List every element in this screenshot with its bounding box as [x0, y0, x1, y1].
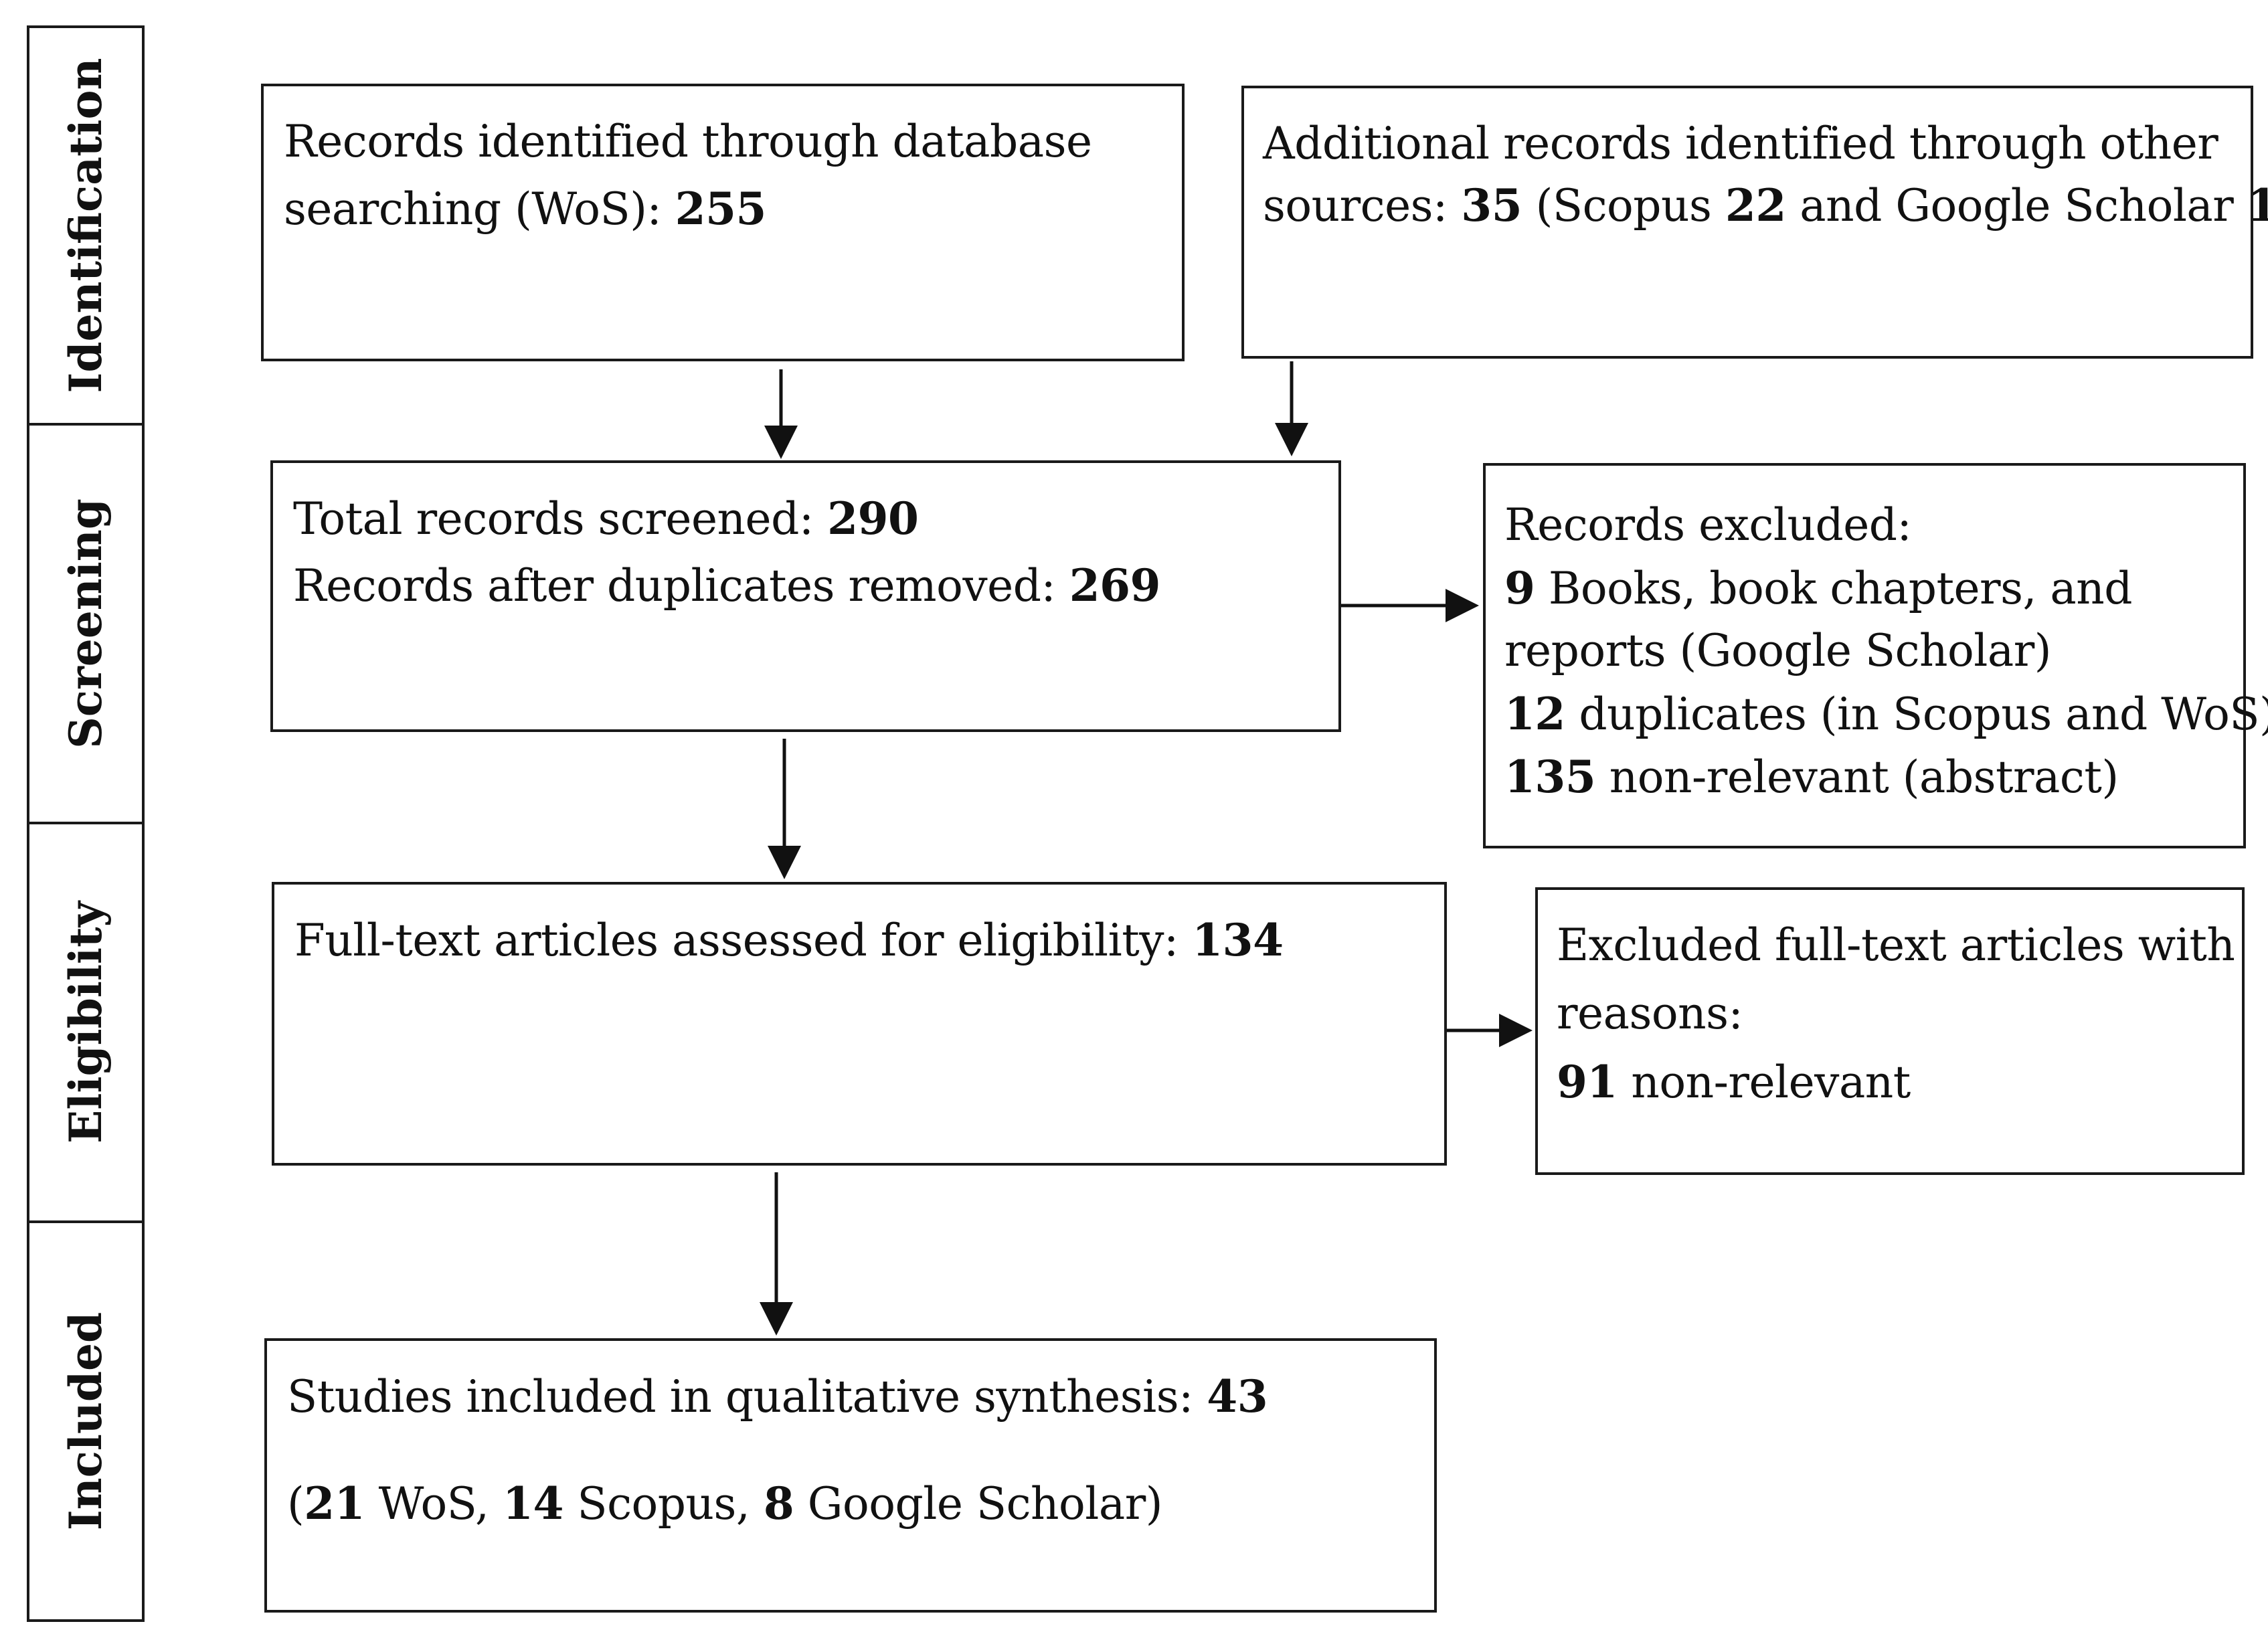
- excluded-title: Records excluded:: [1504, 499, 1912, 551]
- fulltext-excluded-line1: Excluded full-text articles with: [1557, 919, 2235, 971]
- fulltext-excluded-box: Excluded full-text articles with reasons…: [1535, 887, 2245, 1175]
- screened-line2: Records after duplicates removed: 269: [293, 559, 1160, 612]
- db-search-line1: Records identified through database: [284, 116, 1092, 167]
- excluded-nonrelevant: 135 non-relevant (abstract): [1504, 751, 2119, 803]
- included-box: Studies included in qualitative synthesi…: [264, 1338, 1437, 1613]
- db-search-count: 255: [675, 183, 767, 235]
- excluded-books: 9 Books, book chapters, and: [1504, 562, 2133, 614]
- other-sources-box: Additional records identified through ot…: [1241, 86, 2268, 359]
- fulltext-excluded-line3: 91 non-relevant: [1557, 1056, 1911, 1108]
- db-search-line2: searching (WoS): 255: [284, 183, 766, 235]
- included-line1: Studies included in qualitative synthesi…: [287, 1370, 1268, 1423]
- phase-included: Included: [27, 1220, 145, 1622]
- excluded-books-line2: reports (Google Scholar): [1504, 625, 2052, 676]
- phase-screening: Screening: [27, 423, 145, 824]
- screened-line1: Total records screened: 290: [293, 492, 919, 545]
- screened-box: Total records screened: 290 Records afte…: [270, 460, 1341, 732]
- other-sources-line1: Additional records identified through ot…: [1263, 118, 2218, 169]
- other-sources-line2: sources: 35 (Scopus 22 and Google Schola…: [1263, 179, 2268, 232]
- fulltext-box: Full-text articles assessed for eligibil…: [272, 882, 1447, 1166]
- fulltext-excluded-line2: reasons:: [1557, 988, 1743, 1039]
- phase-identification: Identification: [27, 25, 145, 426]
- db-search-box: Records identified through database sear…: [261, 84, 1185, 361]
- records-excluded-box: Records excluded: 9 Books, book chapters…: [1483, 463, 2268, 848]
- fulltext-line: Full-text articles assessed for eligibil…: [294, 914, 1284, 966]
- included-line2: (21 WoS, 14 Scopus, 8 Google Scholar): [287, 1477, 1163, 1530]
- excluded-duplicates: 12 duplicates (in Scopus and WoS): [1504, 688, 2268, 740]
